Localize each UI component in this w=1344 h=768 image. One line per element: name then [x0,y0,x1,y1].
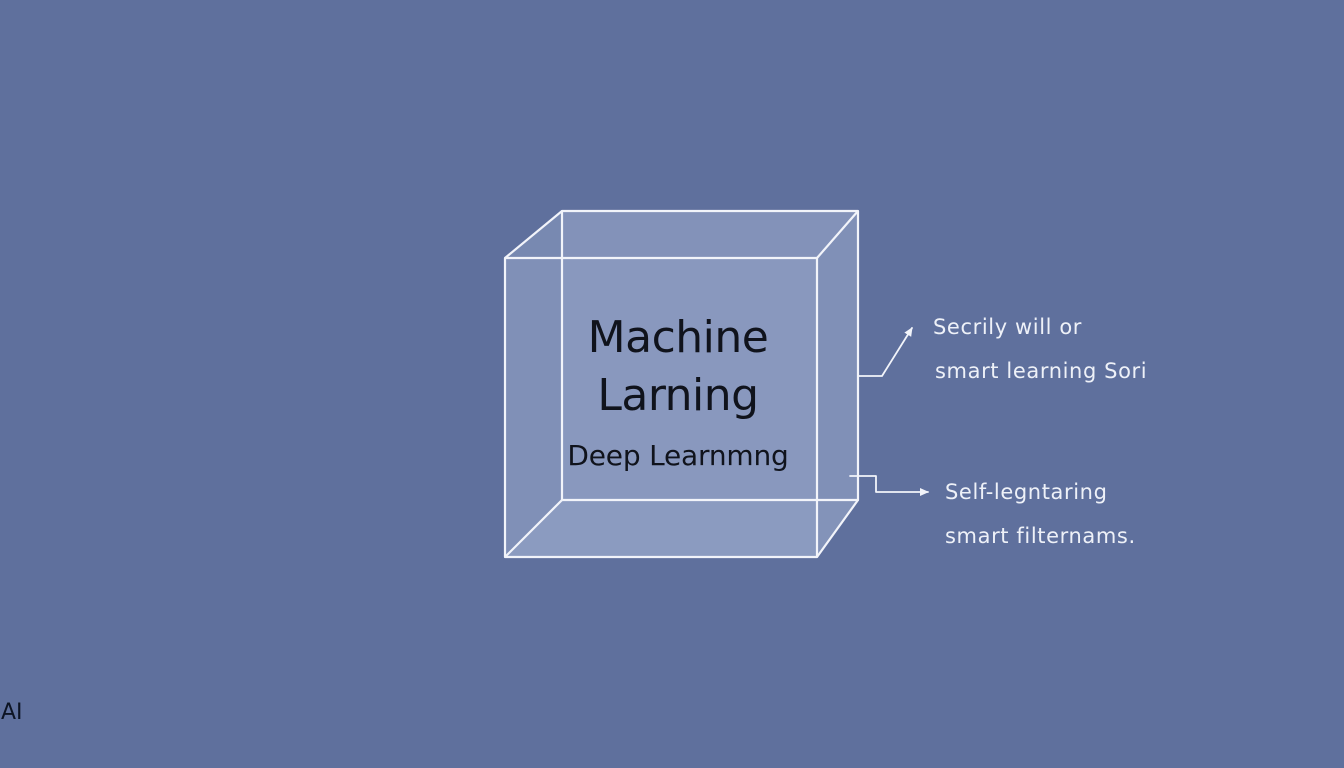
cube [503,209,860,559]
annotation-1-line1: Secrily will or [933,315,1083,339]
cube-top-face [505,211,858,258]
cube-back-face [562,211,858,500]
annotation-2-line1: Self-legntaring [945,480,1108,504]
cube-front-face [505,258,817,557]
annotation-1-line2: smart learning Sori [935,359,1148,383]
cube-edge-top-right [816,210,859,259]
cube-right-face [817,211,858,557]
cube-subtitle: Deep Learnmng [567,439,789,472]
cube-edge-bottom-right [816,499,859,558]
annotation-2-line2: smart filternams. [945,524,1136,548]
cube-back-edges [560,209,860,502]
cube-bottom-face [505,500,858,557]
cube-edge-top-left [504,210,563,259]
callout-arrow-1 [857,327,913,377]
cube-front-edges [503,256,819,559]
cube-title-line2: Larning [597,370,759,421]
cube-title-line1: Machine [587,312,769,363]
callout-arrow-2 [849,475,929,496]
corner-label: AI [1,700,23,725]
cube-edge-bottom-left [504,499,563,558]
